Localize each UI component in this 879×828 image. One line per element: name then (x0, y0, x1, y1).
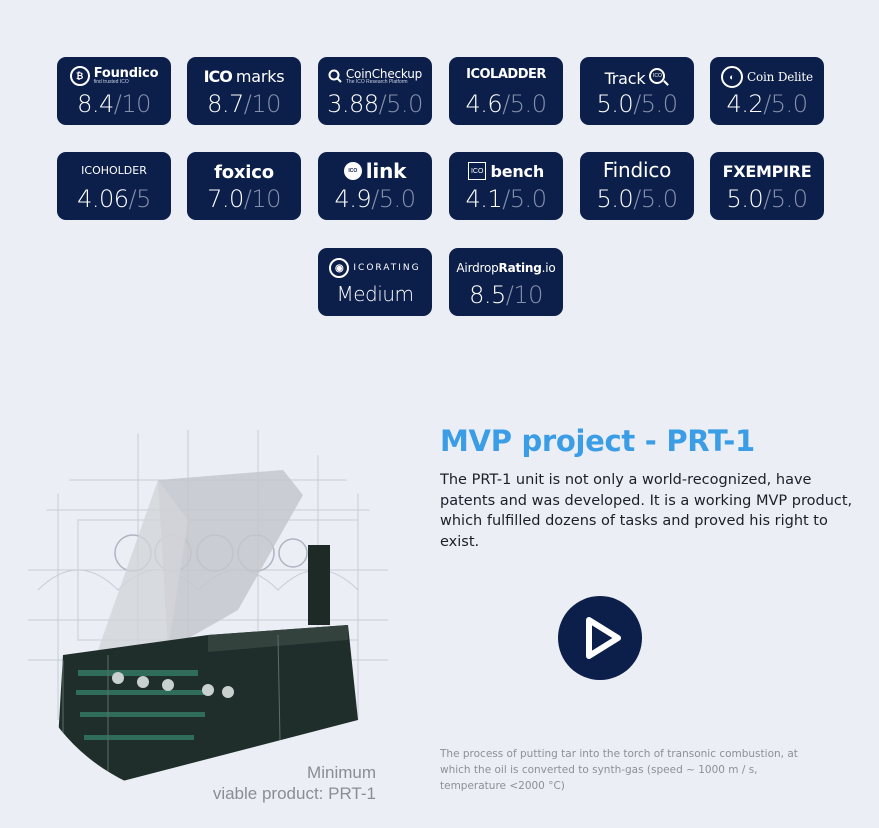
coin-circle-icon: ◐ (721, 66, 744, 88)
rating-score: 4.6/5.0 (465, 90, 547, 118)
hero-caption: Minimum viable product: PRT-1 (212, 763, 376, 803)
coin-magnifier-icon (328, 69, 342, 83)
play-video-button[interactable] (558, 596, 642, 680)
rating-score: 4.1/5.0 (465, 185, 547, 213)
rating-score: 8.5/10 (469, 281, 543, 309)
rating-badge-coincheckup[interactable]: CoinCheckup The ICO Research Platform 3.… (318, 57, 432, 125)
trackico-logo: Track ICO (580, 66, 694, 90)
rating-badge-coindelite[interactable]: ◐ Coin Delite 4.2/5.0 (710, 57, 824, 125)
rating-badge-findico[interactable]: Findico 5.0/5.0 (580, 152, 694, 220)
ico-box-icon: ICO (467, 162, 487, 180)
bitcoin-circle-icon: ₿ (69, 66, 90, 86)
play-icon (586, 617, 621, 659)
rating-badge-fxempire[interactable]: FXEMPIRE 5.0/5.0 (710, 152, 824, 220)
foxico-logo: foxico (214, 161, 274, 183)
rating-score: 3.88/5.0 (327, 90, 423, 118)
rating-badge-icobench[interactable]: ICO bench 4.1/5.0 (449, 152, 563, 220)
foundico-logo: ₿ Foundico find trusted ICO (57, 64, 171, 88)
icoladder-logo: ICOLADDER (466, 66, 546, 82)
icoholder-logo: ICOHOLDER (81, 163, 147, 177)
magnifier-icon: ICO (649, 68, 670, 88)
rating-score: 4.9/5.0 (334, 185, 416, 213)
rating-score: 8.4/10 (77, 90, 151, 118)
rating-score: 4.2/5.0 (726, 90, 808, 118)
coincheckup-logo: CoinCheckup The ICO Research Platform (318, 64, 432, 88)
mvp-footnote: The process of putting tar into the torc… (440, 748, 798, 792)
rating-score: Medium (336, 282, 414, 306)
icobench-logo: ICO bench (449, 159, 563, 183)
rating-badge-icorating[interactable]: ◉ ICORATING Medium (318, 248, 432, 316)
fxempire-logo: FXEMPIRE (722, 161, 812, 181)
rating-badge-icolink[interactable]: ICO link 4.9/5.0 (318, 152, 432, 220)
rating-score: 5.0/5.0 (726, 185, 808, 213)
rating-score: 4.06/5 (77, 185, 151, 213)
rating-badge-foundico[interactable]: ₿ Foundico find trusted ICO 8.4/10 (57, 57, 171, 125)
rating-score: 8.7/10 (207, 90, 281, 118)
prt1-schematic-image (28, 430, 388, 800)
icorating-logo: ◉ ICORATING (318, 256, 432, 280)
ico-circle-icon: ICO (343, 162, 362, 180)
rating-score: 5.0/5.0 (596, 185, 678, 213)
mvp-description: The PRT-1 unit is not only a world-recog… (440, 472, 853, 550)
rating-badge-icoladder[interactable]: ICOLADDER 4.6/5.0 (449, 57, 563, 125)
coindelite-logo: ◐ Coin Delite (710, 65, 824, 89)
findico-logo: Findico (602, 158, 672, 182)
rating-badge-foxico[interactable]: foxico 7.0/10 (187, 152, 301, 220)
globe-circle-icon: ◉ (329, 258, 350, 278)
rating-score: 7.0/10 (207, 185, 281, 213)
prt1-illustration: Minimum viable product: PRT-1 (18, 420, 398, 810)
mvp-title: MVP project - PRT-1 (440, 424, 755, 458)
rating-badge-icoholder[interactable]: ICOHOLDER 4.06/5 (57, 152, 171, 220)
rating-score: 5.0/5.0 (596, 90, 678, 118)
rating-badge-trackico[interactable]: Track ICO 5.0/5.0 (580, 57, 694, 125)
icolink-logo: ICO link (318, 159, 432, 183)
